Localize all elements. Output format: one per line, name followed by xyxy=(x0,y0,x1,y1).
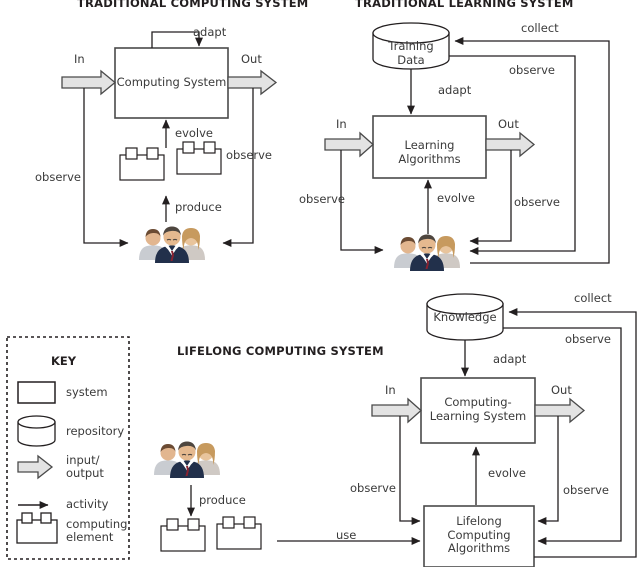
observe-right-arrow-p1 xyxy=(222,88,254,247)
adapt-label-p3: adapt xyxy=(493,352,527,366)
observe-top-label-p3: observe xyxy=(565,332,612,346)
observe-top-arrow-p2 xyxy=(449,55,576,255)
computing-element-right-p1 xyxy=(176,141,222,175)
produce-label-p1: produce xyxy=(175,200,222,214)
in-label-p3: In xyxy=(385,383,396,397)
computing-system-box xyxy=(114,47,229,119)
key-io-swatch xyxy=(17,454,54,480)
in-arrow-p3 xyxy=(371,397,422,424)
training-data-label: Training Data xyxy=(388,39,434,67)
knowledge-label: Knowledge xyxy=(433,310,497,324)
key-legend-panel xyxy=(6,336,130,560)
knowledge-cylinder xyxy=(426,293,504,341)
observe-right-label-p2: observe xyxy=(514,195,561,209)
panel-lifelong-computing-system xyxy=(277,293,637,567)
observe-left-arrow-p2 xyxy=(340,150,384,254)
key-label-input-output: input/ output xyxy=(66,453,104,480)
key-label-activity: activity xyxy=(66,497,109,511)
in-label-p1: In xyxy=(74,52,85,66)
collect-label-p2: collect xyxy=(521,21,559,35)
computing-element-right-p3 xyxy=(216,516,262,550)
key-label-repository: repository xyxy=(66,424,125,438)
lifelong-computing-algorithms-box-label: Lifelong Computing Algorithms xyxy=(447,514,511,555)
panel-lifelong-producers xyxy=(153,440,262,552)
observe-left-arrow-p1 xyxy=(83,88,129,247)
in-arrow-p2 xyxy=(324,131,374,158)
observe-right-arrow-p3 xyxy=(537,416,559,525)
adapt-label-p2: adapt xyxy=(438,83,472,97)
computing-learning-system-box xyxy=(420,377,536,444)
evolve-label-p2: evolve xyxy=(437,191,475,205)
key-system-swatch xyxy=(17,381,56,404)
observe-left-label-p2: observe xyxy=(299,192,346,206)
people-icon-p1 xyxy=(138,225,206,264)
out-label-p2: Out xyxy=(498,117,519,131)
observe-top-label-p2: observe xyxy=(509,63,556,77)
in-arrow-p1 xyxy=(61,69,117,96)
key-repository-swatch xyxy=(17,415,56,447)
observe-right-label-p3: observe xyxy=(563,483,610,497)
key-label-computing-element: computing element xyxy=(66,517,128,544)
key-label-system: system xyxy=(66,385,108,399)
computing-learning-system-box-label: Computing- Learning System xyxy=(429,395,527,423)
evolve-label-p3: evolve xyxy=(488,466,526,480)
out-label-p1: Out xyxy=(241,52,262,66)
adapt-arrow-p1 xyxy=(151,31,203,48)
out-label-p3: Out xyxy=(551,383,572,397)
learning-algorithms-box xyxy=(372,115,487,179)
evolve-label-p1: evolve xyxy=(175,126,213,140)
produce-label-p3: produce xyxy=(199,493,246,507)
computing-element-left-p1 xyxy=(119,147,165,181)
lifelong-computing-algorithms-box xyxy=(423,505,535,567)
collect-arrow-p3 xyxy=(508,308,637,558)
observe-left-arrow-p3 xyxy=(399,416,421,525)
collect-arrow-p2 xyxy=(454,37,610,264)
panel-traditional-computing-system xyxy=(61,31,278,264)
title-traditional-computing-system: TRADITIONAL COMPUTING SYSTEM xyxy=(77,0,309,10)
title-traditional-learning-system: TRADITIONAL LEARNING SYSTEM xyxy=(355,0,574,10)
people-icon-p2 xyxy=(393,233,461,272)
computing-element-left-p3 xyxy=(160,518,206,552)
in-label-p2: In xyxy=(336,117,347,131)
training-data-cylinder xyxy=(372,22,450,70)
collect-label-p3: collect xyxy=(574,291,612,305)
observe-right-arrow-p2 xyxy=(469,150,512,245)
use-label-p3: use xyxy=(336,528,357,542)
people-icon-p3 xyxy=(153,440,221,479)
out-arrow-p3 xyxy=(534,397,586,424)
observe-left-label-p3: observe xyxy=(350,481,397,495)
key-computing-element-swatch xyxy=(16,512,58,544)
learning-algorithms-box-label: Learning Algorithms xyxy=(398,138,461,166)
out-arrow-p1 xyxy=(227,69,278,96)
computing-system-box-label: Computing System xyxy=(116,75,227,89)
key-title: KEY xyxy=(51,354,77,368)
title-lifelong-computing-system: LIFELONG COMPUTING SYSTEM xyxy=(177,344,384,358)
observe-right-label-p1: observe xyxy=(226,148,273,162)
observe-top-arrow-p3 xyxy=(503,327,622,545)
observe-left-label-p1: observe xyxy=(35,170,82,184)
panel-traditional-learning-system xyxy=(324,22,610,272)
out-arrow-p2 xyxy=(485,131,536,158)
adapt-label-p1: adapt xyxy=(193,25,227,39)
